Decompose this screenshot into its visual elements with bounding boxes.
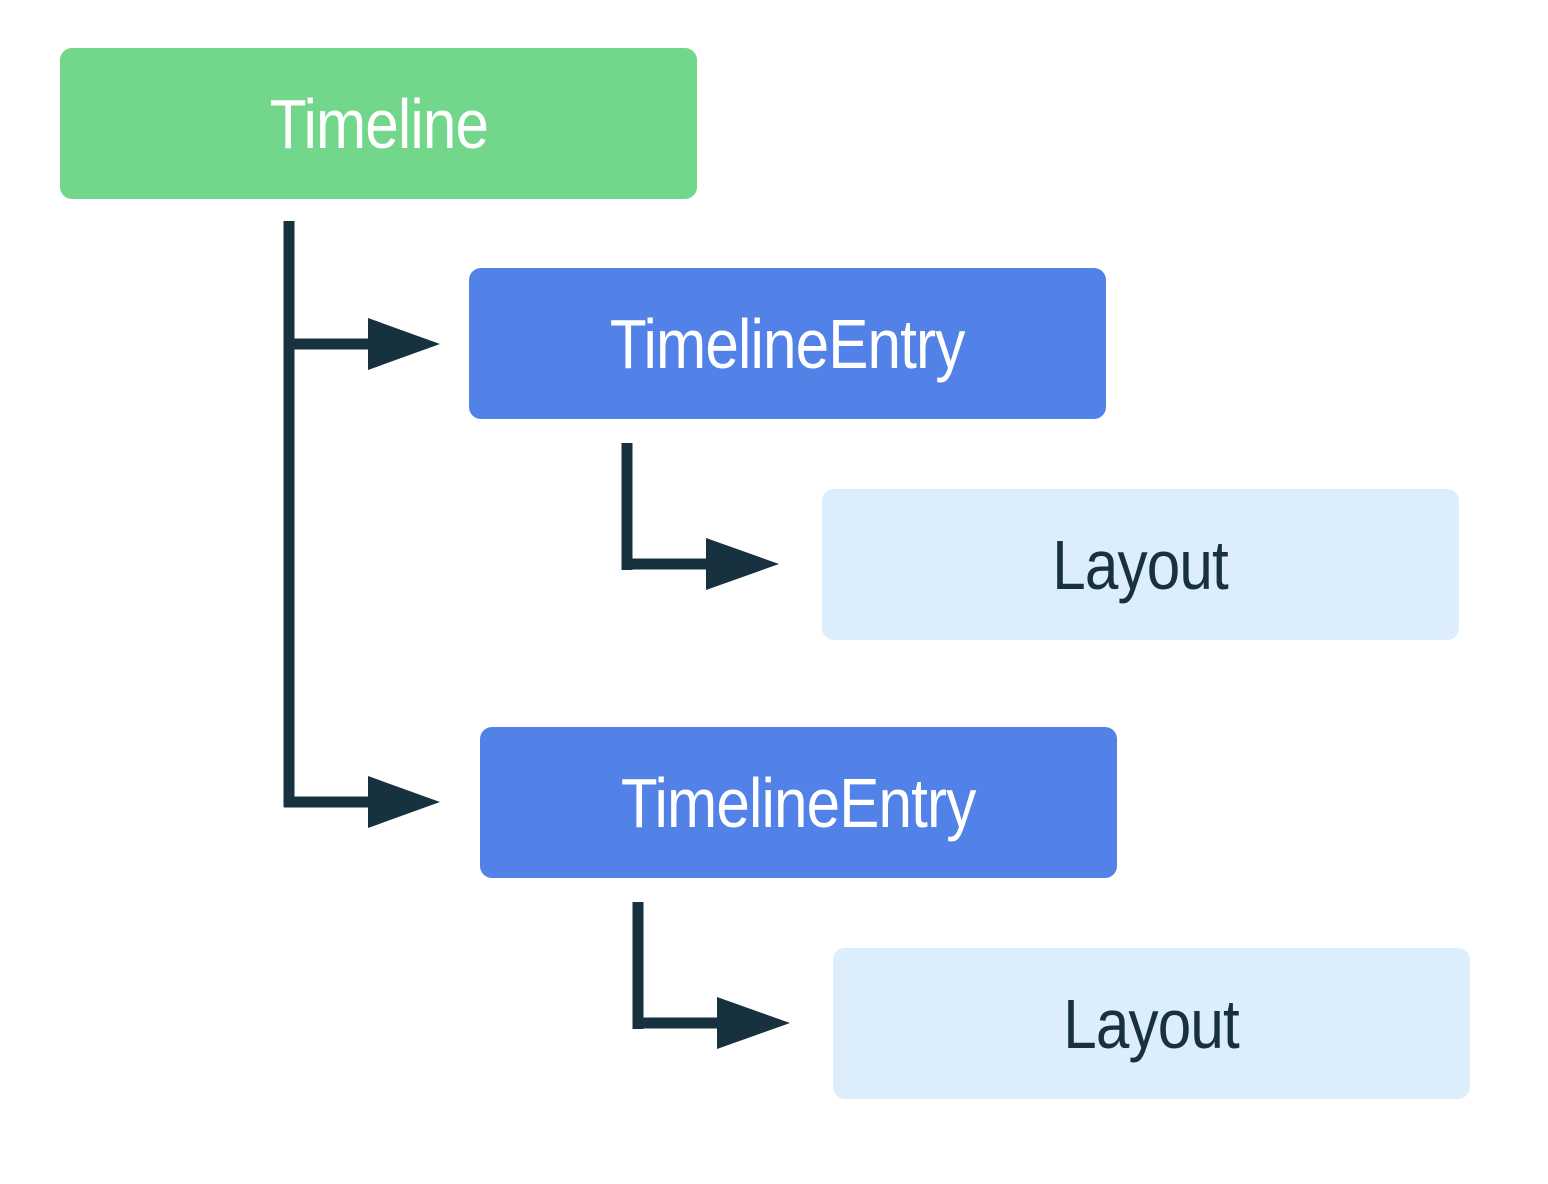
edge-entry-1-to-layout-1-arrowhead <box>706 538 779 590</box>
edge-timeline-to-entry-2-arrowhead <box>368 776 440 828</box>
node-layout-1: Layout <box>822 489 1459 640</box>
node-timeline: Timeline <box>60 48 697 199</box>
node-layout-2: Layout <box>833 948 1470 1099</box>
node-layout-2-label: Layout <box>1063 984 1240 1063</box>
edge-timeline-to-entry-1-arrowhead <box>368 318 440 370</box>
node-layout-1-label: Layout <box>1052 525 1229 604</box>
node-timeline-entry-2-label: TimelineEntry <box>621 763 976 842</box>
node-timeline-entry-2: TimelineEntry <box>480 727 1117 878</box>
node-timeline-entry-1: TimelineEntry <box>469 268 1106 419</box>
node-timeline-label: Timeline <box>269 84 488 163</box>
edge-entry-2-to-layout-2-arrowhead <box>717 997 790 1049</box>
node-timeline-entry-1-label: TimelineEntry <box>610 304 965 383</box>
